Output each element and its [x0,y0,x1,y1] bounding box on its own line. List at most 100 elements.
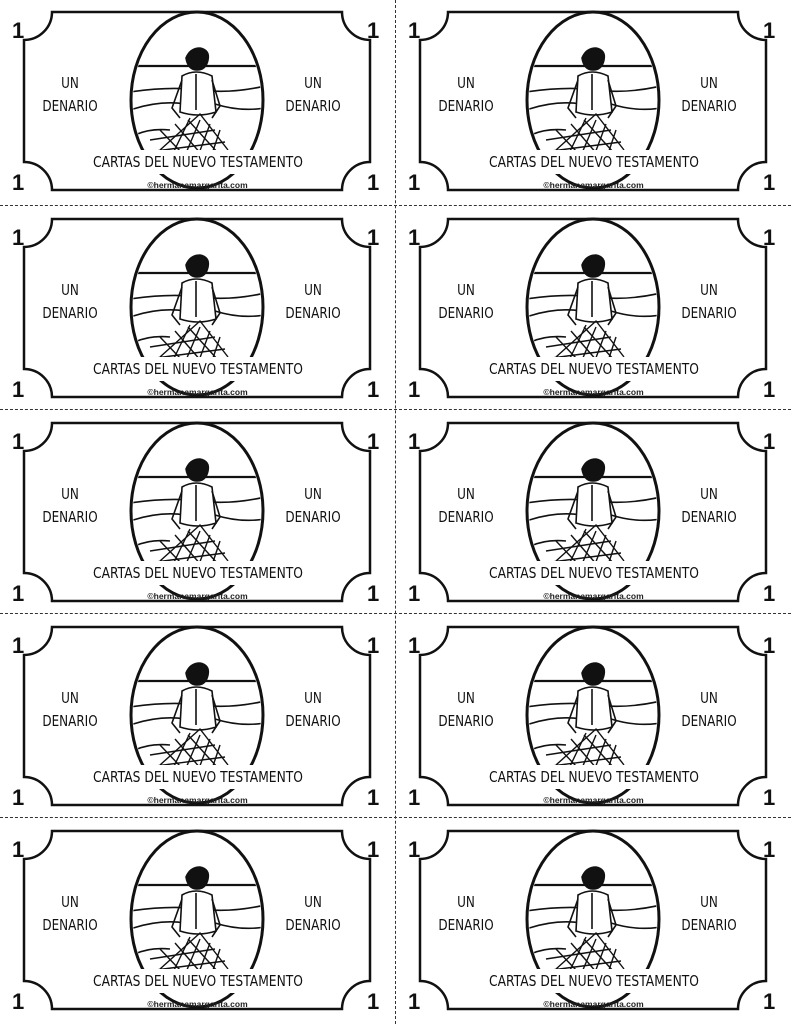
horizontal-cut-line [0,613,791,614]
value-word-denario: DENARIO [285,304,341,322]
denomination-bottom-right: 1 [763,170,776,195]
fisherman-with-net-icon [418,625,768,807]
denomination-bottom-left: 1 [408,989,421,1014]
denario-bill: 1 1 1 1 UN DENARIO UN DENARIO CARTAS DEL… [0,819,394,1021]
denomination-bottom-left: 1 [12,377,25,402]
value-word-denario: DENARIO [42,304,98,322]
denomination-top-right: 1 [367,18,380,43]
value-word-un: UN [457,689,475,707]
value-word-denario: DENARIO [285,712,341,730]
copyright-watermark: ©hermanamargarita.com [543,999,644,1009]
denomination-bottom-right: 1 [763,581,776,606]
value-word-un: UN [700,893,718,911]
denario-bill: 1 1 1 1 UN DENARIO UN DENARIO CARTAS DEL… [396,819,790,1021]
value-label-left: UN DENARIO [34,687,106,733]
fisherman-with-net-icon [418,829,768,1011]
bill-banner-title: CARTAS DEL NUEVO TESTAMENTO [93,360,303,378]
value-label-right: UN DENARIO [673,891,745,937]
value-word-denario: DENARIO [42,712,98,730]
banner-background [58,969,338,993]
denomination-bottom-left: 1 [12,581,25,606]
value-word-un: UN [61,74,79,92]
value-word-denario: DENARIO [438,97,494,115]
bill-banner-title: CARTAS DEL NUEVO TESTAMENTO [93,153,303,171]
value-word-un: UN [700,281,718,299]
value-label-right: UN DENARIO [277,279,349,325]
value-word-denario: DENARIO [438,304,494,322]
value-word-un: UN [61,281,79,299]
vertical-cut-line [395,0,396,1024]
denario-bill: 1 1 1 1 UN DENARIO UN DENARIO CARTAS DEL… [396,0,790,202]
denomination-bottom-left: 1 [408,377,421,402]
horizontal-cut-line [0,817,791,818]
value-word-un: UN [457,74,475,92]
copyright-watermark: ©hermanamargarita.com [147,180,248,190]
bill-banner-title: CARTAS DEL NUEVO TESTAMENTO [489,768,699,786]
value-label-left: UN DENARIO [430,279,502,325]
value-word-un: UN [700,689,718,707]
value-word-denario: DENARIO [438,712,494,730]
fisherman-with-net-icon [418,217,768,399]
fisherman-with-net-icon [22,217,372,399]
denario-bill: 1 1 1 1 UN DENARIO UN DENARIO CARTAS DEL… [396,207,790,409]
value-label-left: UN DENARIO [430,891,502,937]
horizontal-cut-line [0,409,791,410]
denomination-bottom-right: 1 [367,581,380,606]
denario-bill: 1 1 1 1 UN DENARIO UN DENARIO CARTAS DEL… [0,411,394,613]
fisherman-with-net-icon [22,421,372,603]
value-label-right: UN DENARIO [277,891,349,937]
bill-banner-title: CARTAS DEL NUEVO TESTAMENTO [93,564,303,582]
denomination-bottom-right: 1 [763,377,776,402]
value-word-denario: DENARIO [681,304,737,322]
value-label-right: UN DENARIO [277,483,349,529]
value-word-denario: DENARIO [438,916,494,934]
denomination-top-left: 1 [408,225,421,250]
denomination-top-left: 1 [408,633,421,658]
denomination-top-right: 1 [763,429,776,454]
denomination-bottom-right: 1 [367,170,380,195]
copyright-watermark: ©hermanamargarita.com [147,795,248,805]
denario-bill: 1 1 1 1 UN DENARIO UN DENARIO CARTAS DEL… [396,411,790,613]
value-label-left: UN DENARIO [34,279,106,325]
fisherman-with-net-icon [22,829,372,1011]
denomination-bottom-left: 1 [408,785,421,810]
denomination-top-right: 1 [367,429,380,454]
value-word-un: UN [304,485,322,503]
copyright-watermark: ©hermanamargarita.com [543,591,644,601]
value-label-left: UN DENARIO [34,891,106,937]
value-word-denario: DENARIO [681,508,737,526]
denario-bill: 1 1 1 1 UN DENARIO UN DENARIO CARTAS DEL… [0,0,394,202]
value-label-left: UN DENARIO [430,72,502,118]
copyright-watermark: ©hermanamargarita.com [147,387,248,397]
fisherman-with-net-icon [418,421,768,603]
denomination-top-left: 1 [12,429,25,454]
value-label-left: UN DENARIO [430,483,502,529]
value-word-un: UN [304,74,322,92]
denomination-bottom-right: 1 [763,785,776,810]
value-label-right: UN DENARIO [277,687,349,733]
value-word-un: UN [457,485,475,503]
denomination-bottom-right: 1 [367,377,380,402]
value-word-un: UN [61,485,79,503]
denomination-bottom-left: 1 [408,581,421,606]
denomination-bottom-right: 1 [367,785,380,810]
copyright-watermark: ©hermanamargarita.com [543,387,644,397]
banner-background [454,150,734,174]
value-word-un: UN [457,893,475,911]
value-word-denario: DENARIO [42,97,98,115]
bill-banner-title: CARTAS DEL NUEVO TESTAMENTO [489,972,699,990]
denomination-top-left: 1 [12,633,25,658]
value-label-right: UN DENARIO [673,279,745,325]
value-label-right: UN DENARIO [673,72,745,118]
value-word-denario: DENARIO [681,712,737,730]
value-label-right: UN DENARIO [673,483,745,529]
denomination-top-right: 1 [763,633,776,658]
value-label-right: UN DENARIO [673,687,745,733]
banner-background [454,969,734,993]
value-word-un: UN [457,281,475,299]
value-word-denario: DENARIO [42,916,98,934]
denomination-top-left: 1 [408,429,421,454]
value-word-denario: DENARIO [681,916,737,934]
banner-background [454,357,734,381]
banner-background [454,561,734,585]
